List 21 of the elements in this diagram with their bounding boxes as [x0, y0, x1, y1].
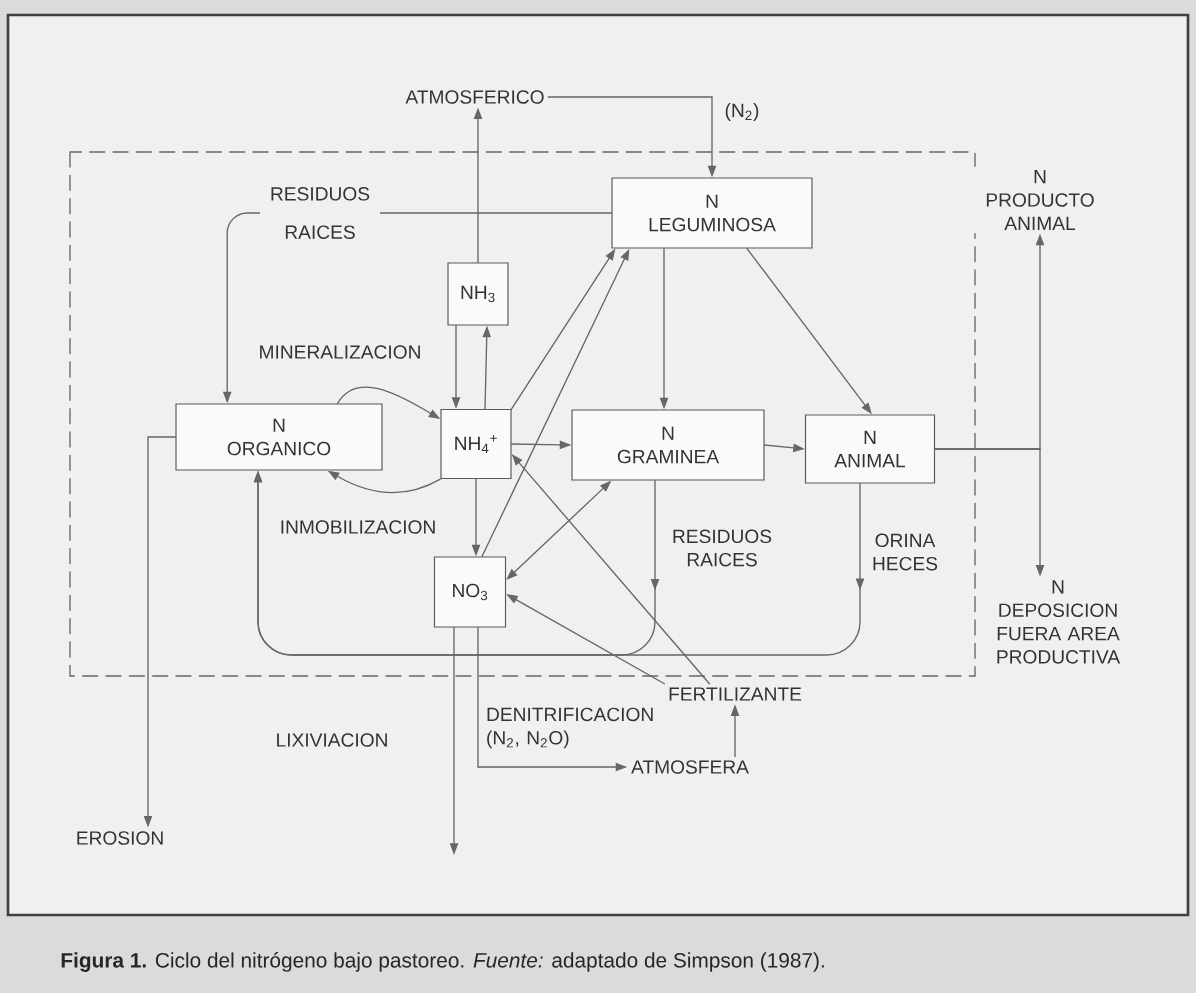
edge-label: DENITRIFICACION (N$_{2}$, N$_{2}$O) — [487, 707, 653, 749]
pool-box: NO$_{3}$ — [433, 556, 507, 628]
pool-box: NH$_{4}$+ — [440, 408, 512, 480]
edge-label: MINERALIZACION — [260, 345, 420, 359]
figure-caption: Figura 1. Ciclo del nitrógeno bajo pastoreo. Fuente: adaptado de Simpson (1987). — [61, 952, 824, 972]
flow-label: EROSION — [72, 827, 168, 849]
edge-label: INMOBILIZACION — [281, 520, 435, 534]
pool-box: NH$_{3}$ — [447, 262, 509, 326]
flow-label: FERTILIZANTE — [664, 684, 806, 704]
pool-box: N ORGANICO — [175, 403, 383, 471]
edge-label: LIXIVIACION — [277, 733, 387, 747]
edge-label: RESIDUOS RAICES — [260, 185, 380, 241]
flow-label: ATMOSFERICO — [402, 86, 548, 108]
pool-box: N GRAMINEA — [571, 409, 765, 481]
edge-label: RESIDUOS RAICES — [673, 529, 772, 567]
flow-label: N DEPOSICION FUERA AREA PRODUCTIVA — [988, 577, 1128, 667]
pool-box: N ANIMAL — [804, 414, 936, 484]
edge-label: ORINA HECES — [873, 533, 938, 571]
pool-box: N LEGUMINOSA — [611, 177, 813, 249]
flow-label: N PRODUCTO ANIMAL — [965, 166, 1115, 234]
edge-label: (N$_{2}$) — [722, 101, 762, 123]
